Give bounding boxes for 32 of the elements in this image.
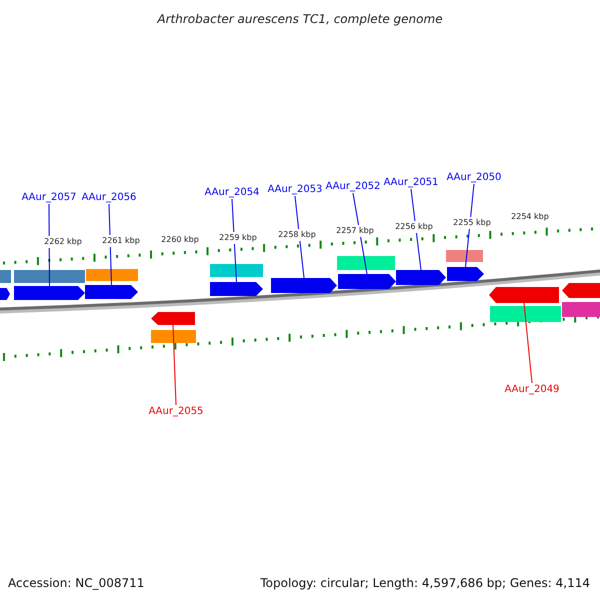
gene-label: AAur_2055 [148, 405, 204, 418]
gene-label: AAur_2052 [326, 180, 380, 193]
title: Arthrobacter aurescens TC1, complete genome [156, 11, 444, 28]
gene-feature [447, 267, 484, 281]
scale-label: 2261 kbp [101, 235, 141, 247]
scale-label: 2260 kbp [160, 234, 200, 246]
info-text: Topology: circular; Length: 4,597,686 bp; Genes: 4,114 [260, 575, 590, 592]
gene-label: AAur_2051 [384, 176, 438, 189]
gene-label: AAur_2056 [82, 191, 136, 204]
info-text: Accession: NC_008711 [8, 575, 144, 592]
gene-feature [151, 312, 195, 325]
scale-label: 2259 kbp [218, 232, 258, 244]
scale-label: 2258 kbp [277, 229, 317, 241]
gene-label: AAur_2054 [204, 186, 260, 199]
gene-label: AAur_2057 [22, 191, 76, 204]
gene-feature [338, 274, 396, 289]
gene-feature [85, 285, 138, 299]
gene-feature [396, 270, 446, 285]
leader-line [172, 324, 176, 406]
scale-label: 2255 kbp [452, 217, 492, 229]
gene-label: AAur_2049 [504, 383, 560, 396]
leader-line [524, 302, 532, 384]
gene-feature [14, 286, 85, 300]
gene-label: AAur_2053 [268, 183, 322, 196]
gene-feature [210, 282, 263, 296]
gene-label: AAur_2050 [446, 171, 502, 184]
scale-label: 2257 kbp [335, 225, 375, 237]
scale-label: 2262 kbp [43, 236, 83, 248]
gene-feature [271, 278, 337, 293]
scale-label: 2256 kbp [394, 221, 434, 233]
scale-label: 2254 kbp [510, 211, 550, 223]
gene-feature [489, 287, 559, 303]
